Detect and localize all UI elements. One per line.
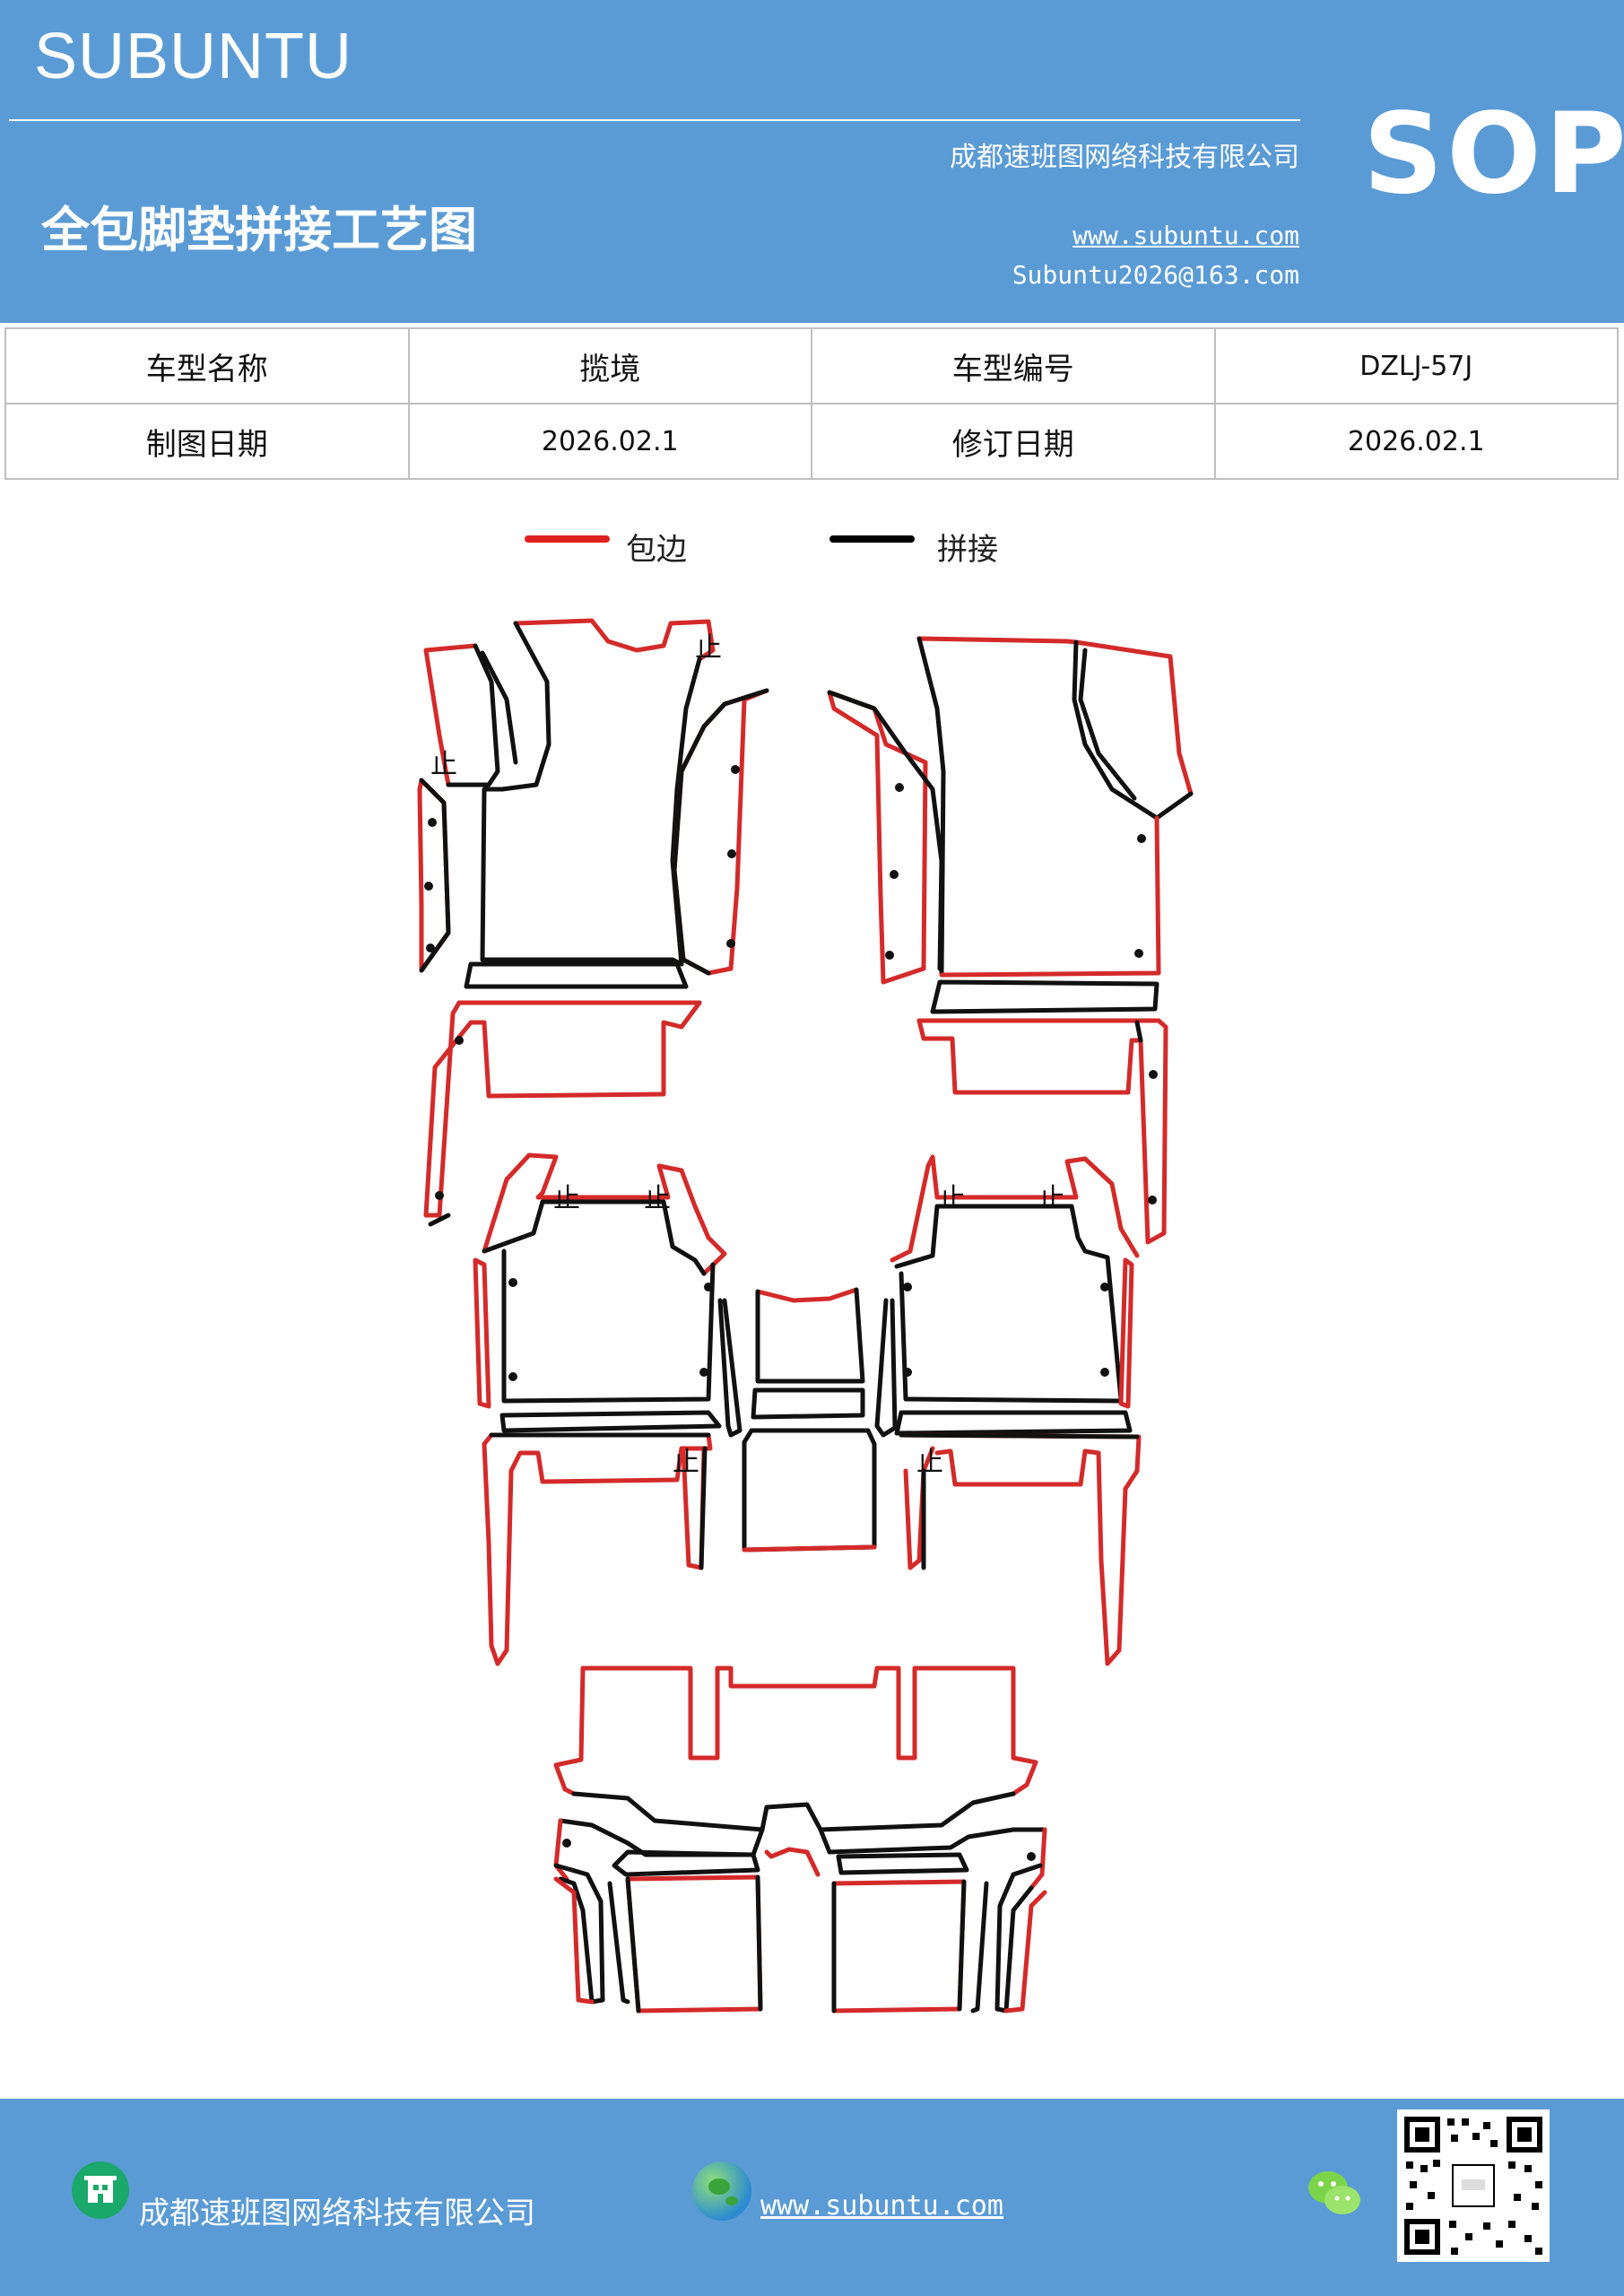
stop-mark: 止 [916,1447,943,1478]
legend-label-seam: 拼接 [937,532,998,568]
building-icon [72,2161,129,2219]
page-title: 全包脚垫拼接工艺图 [41,201,477,258]
globe-icon [692,2161,751,2221]
third-row-mat [553,1665,1047,2013]
model-code-label: 车型编号 [811,327,1216,404]
table-row: 制图日期 2026.02.1 修订日期 2026.02.1 [4,403,1619,480]
footer-website[interactable]: www.subuntu.com [760,2190,1003,2222]
qr-code[interactable] [1397,2109,1550,2262]
model-name-label: 车型名称 [4,327,410,404]
stop-mark: 止 [430,749,457,780]
draw-date-value: 2026.02.1 [407,403,812,480]
legend-label-edge: 包边 [626,532,687,568]
brand-name: SUBUNTU [34,21,353,92]
sop-badge: SOP [1363,90,1624,219]
center-strip-mat [742,1287,877,1552]
legend-swatch-edge [525,535,610,543]
table-row: 车型名称 揽境 车型编号 DZLJ-57J [4,327,1619,404]
legend-swatch-seam [829,535,915,543]
second-row-left-mat [473,1152,743,1666]
second-row-right-mat [874,1154,1142,1666]
stop-mark: 止 [553,1183,580,1214]
revision-date-label: 修订日期 [811,403,1216,480]
footer-banner: 成都速班图网络科技有限公司 www.subuntu.com [0,2099,1624,2296]
footer-company: 成都速班图网络科技有限公司 [139,2196,535,2231]
stop-mark: 止 [644,1183,671,1214]
email-address[interactable]: Subuntu2026@163.com [1012,260,1299,290]
header-banner: SUBUNTU SOP 成都速班图网络科技有限公司 全包脚垫拼接工艺图 www.… [0,0,1624,323]
stop-mark: 止 [695,632,722,664]
front-left-mat [417,618,769,1227]
stop-mark: 止 [1038,1183,1065,1214]
model-name-value: 揽境 [407,327,812,404]
company-name: 成都速班图网络科技有限公司 [950,142,1299,173]
legend: 包边 拼接 [0,525,1624,570]
wechat-icon [1305,2166,1364,2220]
fastener-dots [424,765,1158,1861]
draw-date-label: 制图日期 [4,403,410,480]
revision-date-value: 2026.02.1 [1213,403,1619,480]
header-divider [9,119,1300,121]
stop-mark: 止 [939,1183,966,1214]
stop-mark: 止 [673,1447,699,1478]
model-code-value: DZLJ-57J [1213,327,1619,404]
vehicle-info-table: 车型名称 揽境 车型编号 DZLJ-57J 制图日期 2026.02.1 修订日… [4,327,1619,480]
website-link[interactable]: www.subuntu.com [1073,221,1299,250]
stop-marks: 止 止 止 止 止 止 止 止 [430,632,1065,1478]
front-right-mat [827,636,1194,1245]
